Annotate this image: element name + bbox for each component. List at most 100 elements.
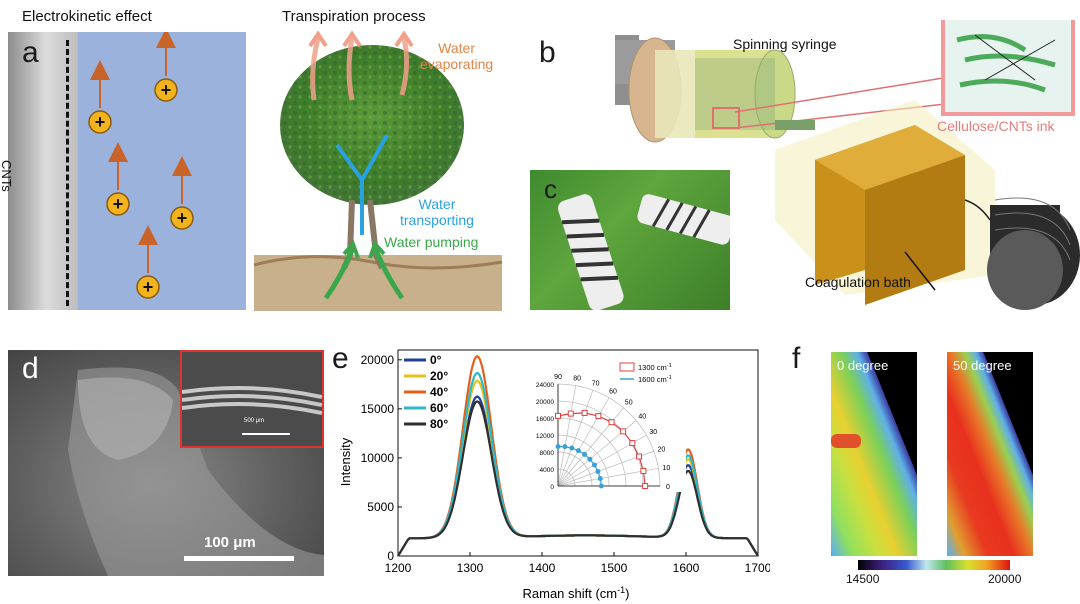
- cation-icon: [136, 275, 160, 299]
- label-transporting: Water transporting: [400, 196, 474, 228]
- label-ink: Cellulose/CNTs ink: [937, 118, 1055, 134]
- cation-symbol: +: [95, 112, 106, 132]
- scalebar: [184, 556, 294, 561]
- polar-series-line: [557, 412, 646, 487]
- polar-point: [562, 444, 568, 450]
- polar-point: [608, 419, 615, 426]
- polar-spoke: [557, 385, 577, 487]
- evaporation-arrows: [310, 37, 410, 101]
- polar-angle-tick: 90: [554, 374, 562, 381]
- y-tick-label: 5000: [367, 500, 394, 514]
- polar-point: [555, 412, 561, 419]
- colorbar-max: 20000: [988, 572, 1022, 586]
- legend-label: 20°: [430, 369, 448, 383]
- inset-scalebar-label: 500 μm: [244, 418, 265, 424]
- polar-point: [567, 410, 574, 417]
- map-0deg: 0 degree: [831, 352, 917, 556]
- label-evaporating: Water evaporating: [420, 40, 494, 72]
- polar-ring: [557, 417, 627, 487]
- legend-label: 60°: [430, 401, 448, 415]
- dashed-boundary: [66, 40, 69, 306]
- polar-angle-tick: 50: [625, 400, 633, 407]
- x-axis-label: Raman shift (cm-1): [523, 585, 630, 601]
- cation-symbol: +: [177, 208, 188, 228]
- legend-label: 80°: [430, 417, 448, 431]
- polar-angle-tick: 30: [649, 429, 657, 436]
- sem-fiber: [68, 367, 324, 576]
- y-tick-label: 0: [387, 549, 394, 563]
- label-bath: Coagulation bath: [805, 274, 911, 290]
- x-tick-label: 1400: [529, 561, 556, 575]
- polar-angle-tick: 80: [573, 376, 581, 383]
- cation-icon: [154, 78, 178, 102]
- polar-spoke: [557, 397, 610, 487]
- colorbar-min: 14500: [846, 572, 880, 586]
- polar-point: [591, 462, 597, 468]
- tree-illustration: [253, 30, 503, 311]
- y-tick-label: 15000: [361, 402, 395, 416]
- label-syringe: Spinning syringe: [733, 36, 837, 52]
- polar-point: [629, 440, 636, 447]
- polar-r-tick: 24000: [536, 382, 554, 389]
- x-tick-label: 1500: [601, 561, 628, 575]
- scalebar-label: 100 μm: [204, 534, 256, 551]
- rolls-photo: [557, 194, 730, 310]
- polar-legend-swatch: [619, 362, 635, 372]
- spectrum-line: [397, 400, 759, 557]
- polar-point: [640, 467, 647, 474]
- polar-angle-tick: 0: [666, 484, 670, 491]
- polar-point: [581, 409, 588, 416]
- polar-point: [642, 483, 649, 489]
- polar-point: [581, 451, 587, 457]
- polar-point: [595, 413, 602, 420]
- polar-ring: [557, 383, 661, 487]
- y-tick-label: 20000: [361, 353, 395, 367]
- x-tick-label: 1200: [385, 561, 412, 575]
- polar-point: [575, 448, 581, 454]
- map-0deg-label: 0 degree: [837, 358, 889, 373]
- polar-inset-bg: [516, 358, 686, 492]
- polar-point: [636, 453, 643, 460]
- polar-point: [587, 456, 593, 462]
- polar-spoke: [557, 390, 594, 487]
- panel-d: 500 μm d 100 μm: [8, 350, 324, 576]
- panel-label-f: f: [792, 342, 801, 375]
- map-50deg: 50 degree: [947, 352, 1033, 556]
- transpiration-title: Transpiration process: [282, 8, 426, 25]
- syringe-cartridge: [695, 58, 775, 130]
- water-transport-lines: [335, 134, 389, 235]
- inset-fibers: [181, 386, 323, 435]
- needle: [775, 120, 815, 130]
- polar-r-tick: 12000: [536, 433, 554, 440]
- pumping-arrows: [323, 249, 405, 300]
- polar-point: [595, 468, 601, 474]
- ion-arrows: +++++: [88, 32, 194, 299]
- sem-inset: 500 μm: [180, 350, 324, 448]
- x-tick-label: 1700: [745, 561, 770, 575]
- polar-angle-tick: 60: [609, 389, 617, 396]
- polar-angle-tick: 40: [638, 413, 646, 420]
- x-tick-label: 1300: [457, 561, 484, 575]
- polar-legend-label: 1600 cm-1: [638, 375, 672, 384]
- panel-a: Electrokinetic effect CNTs a +++++: [0, 0, 248, 312]
- label-pumping: Water pumping: [384, 234, 479, 250]
- colorbar: [858, 560, 1010, 570]
- spinning-setup: [615, 20, 1080, 310]
- polar-point: [620, 428, 627, 435]
- polar-r-tick: 8000: [540, 450, 555, 457]
- cation-icon: [106, 192, 130, 216]
- panel-b: b Spinning syringe Cellulose/CNTs ink Co…: [525, 0, 1080, 312]
- y-axis-label: Intensity: [338, 437, 353, 486]
- panel-label-c: c: [544, 174, 557, 204]
- polar-r-tick: 20000: [536, 399, 554, 406]
- panel-label-a: a: [22, 36, 39, 69]
- panel-label-d: d: [22, 352, 39, 385]
- polar-angle-tick: 20: [657, 446, 665, 453]
- polar-series-line: [557, 445, 602, 487]
- legend-label: 0°: [430, 353, 442, 367]
- polar-point: [569, 445, 575, 451]
- polar-r-tick: 16000: [536, 416, 554, 423]
- panel-label-e: e: [332, 342, 349, 375]
- polar-point: [597, 476, 603, 482]
- polar-ring: [557, 434, 610, 487]
